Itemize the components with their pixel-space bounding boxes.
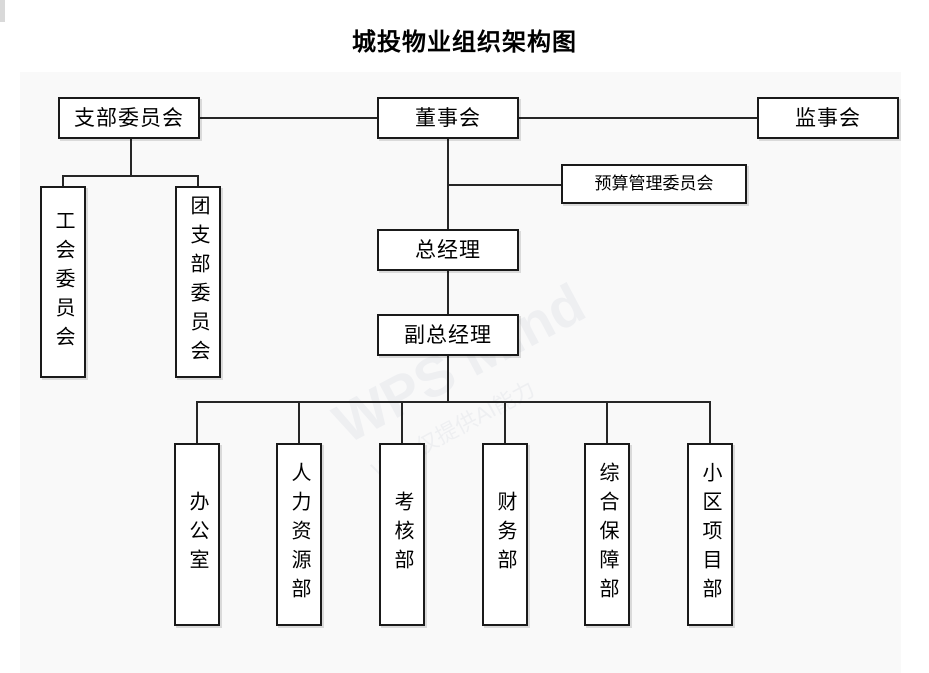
connector-party-to-board — [198, 117, 378, 119]
connector-deputy-stem — [447, 355, 449, 402]
node-label: 预算管理委员会 — [594, 173, 714, 193]
connector-to-community-project — [709, 401, 711, 444]
node-label: 考核部 — [391, 491, 413, 578]
node-deputy-general-manager[interactable]: 副总经理 — [377, 314, 519, 356]
connector-to-finance — [504, 401, 506, 444]
node-department-office[interactable]: 办公室 — [174, 443, 220, 626]
node-label: 综合保障部 — [596, 462, 618, 607]
corner-marker — [0, 0, 5, 22]
node-youth-league-branch-committee[interactable]: 团支部委员会 — [175, 186, 221, 378]
node-board-of-directors[interactable]: 董事会 — [377, 97, 519, 139]
node-labor-union-committee[interactable]: 工会委员会 — [40, 186, 86, 378]
org-chart-canvas: WPS Mind WPS仅提供AI能力 支部委员会 董事会 监事会 预算管理委员… — [20, 72, 901, 673]
node-department-comprehensive-support[interactable]: 综合保障部 — [584, 443, 630, 626]
node-department-human-resources[interactable]: 人力资源部 — [276, 443, 322, 626]
node-label: 财务部 — [494, 491, 516, 578]
connector-gm-to-deputy — [447, 271, 449, 315]
connector-party-stem — [130, 139, 132, 176]
node-label: 副总经理 — [404, 322, 492, 347]
connector-to-assessment — [401, 401, 403, 444]
connector-to-office — [196, 401, 198, 444]
connector-to-support — [606, 401, 608, 444]
node-budget-management-committee[interactable]: 预算管理委员会 — [561, 164, 747, 204]
node-label: 支部委员会 — [74, 105, 184, 130]
connector-to-budget-committee — [447, 184, 562, 186]
connector-to-youth-league — [197, 175, 199, 187]
connector-to-union — [62, 175, 64, 187]
node-label: 团支部委员会 — [187, 195, 209, 369]
node-label: 总经理 — [415, 237, 481, 262]
node-department-community-project[interactable]: 小区项目部 — [687, 443, 733, 626]
node-label: 监事会 — [795, 105, 861, 130]
node-department-finance[interactable]: 财务部 — [482, 443, 528, 626]
connector-departments-bus — [196, 401, 709, 403]
page-title: 城投物业组织架构图 — [352, 30, 577, 56]
connector-party-bus — [62, 175, 199, 177]
node-label: 工会委员会 — [52, 209, 74, 355]
node-party-branch-committee[interactable]: 支部委员会 — [58, 97, 200, 139]
watermark-main-text: WPS Mind — [323, 270, 595, 456]
connector-board-to-supervisors — [518, 117, 758, 119]
node-general-manager[interactable]: 总经理 — [377, 229, 519, 271]
node-label: 董事会 — [415, 105, 481, 130]
node-department-assessment[interactable]: 考核部 — [379, 443, 425, 626]
node-board-of-supervisors[interactable]: 监事会 — [757, 97, 899, 139]
connector-to-hr — [298, 401, 300, 444]
node-label: 小区项目部 — [699, 462, 721, 607]
node-label: 人力资源部 — [288, 462, 310, 607]
node-label: 办公室 — [186, 491, 208, 578]
